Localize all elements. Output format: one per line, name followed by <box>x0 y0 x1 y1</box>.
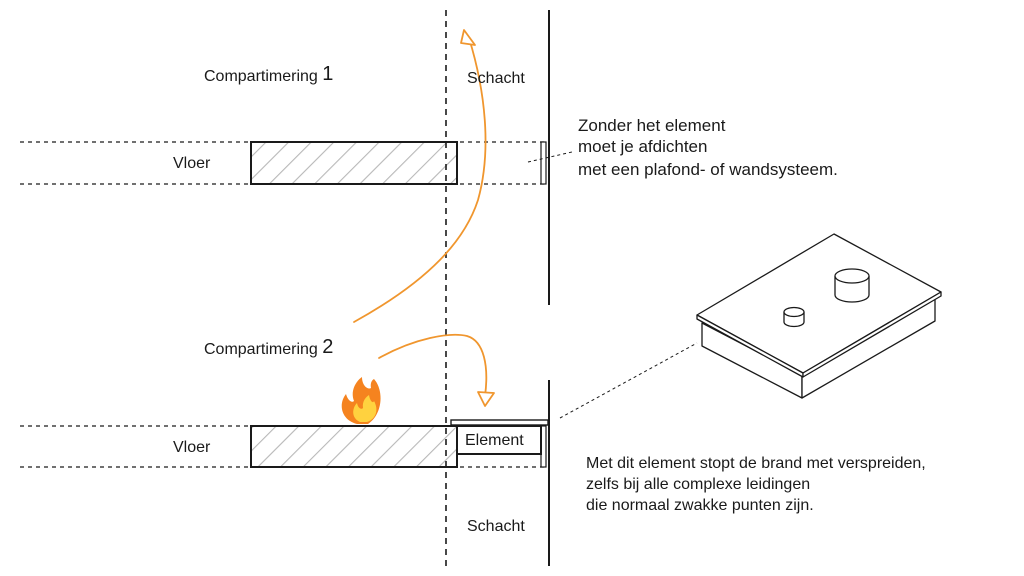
element-isometric-illustration <box>696 233 942 399</box>
note-with-line-1: Met dit element stopt de brand met versp… <box>586 455 926 472</box>
element-plate <box>450 419 549 426</box>
wall-seal-top <box>540 141 547 185</box>
floor-dashed-lines <box>20 141 545 468</box>
arrow-upward-spread <box>353 37 487 323</box>
floor-label-top: Vloer <box>173 155 211 172</box>
fire-icon <box>341 377 381 424</box>
note-without-element: Zonder het element moet je afdichten met… <box>578 116 838 179</box>
element-box <box>456 425 542 455</box>
compartment-2-label: Compartimering 2 <box>204 336 333 358</box>
note-without-line-2: moet je afdichten <box>578 137 707 156</box>
shaft-label-bottom: Schacht <box>467 518 525 535</box>
small-pipe-top <box>783 306 805 318</box>
floor-slab-bottom <box>250 425 458 468</box>
fire-spread-arrows <box>353 29 495 407</box>
arrow-head-down <box>477 391 495 407</box>
element-plate-right-edge <box>802 291 942 378</box>
note-without-line-1: Zonder het element <box>578 116 726 135</box>
note-without-line-3: met een plafond- of wandsysteem. <box>578 160 838 179</box>
shaft-label-top: Schacht <box>467 70 525 87</box>
arrow-head-up <box>460 29 476 46</box>
floor-slab-top <box>250 141 458 185</box>
note-with-line-3: die normaal zwakke punten zijn. <box>586 497 814 514</box>
element-label: Element <box>465 432 524 449</box>
large-pipe-top <box>834 268 870 284</box>
note-with-line-2: zelfs bij alle complexe leidingen <box>586 476 810 493</box>
floor-label-bottom: Vloer <box>173 439 211 456</box>
compartment-1-label: Compartimering 1 <box>204 63 333 85</box>
note-with-element: Met dit element stopt de brand met versp… <box>586 455 926 514</box>
leader-line-element <box>559 342 698 419</box>
leader-line-top <box>527 151 573 163</box>
arrow-shaft-spread <box>378 333 488 397</box>
